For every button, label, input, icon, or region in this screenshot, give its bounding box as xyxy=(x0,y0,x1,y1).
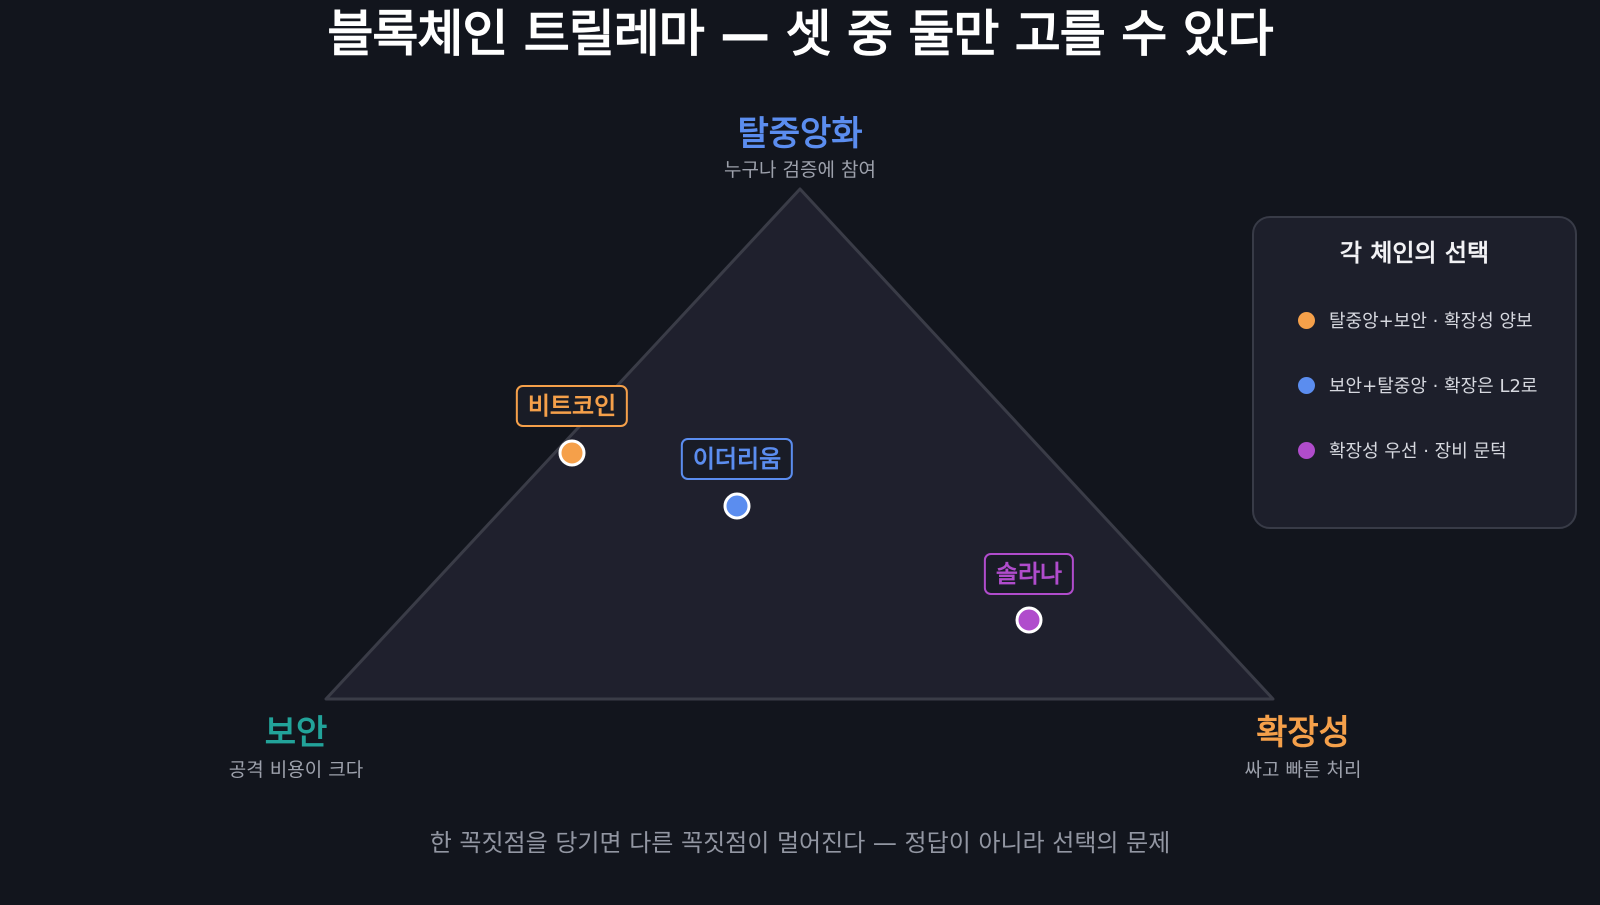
solana-label: 솔라나 xyxy=(983,553,1075,595)
vertex-decentralization-title: 탈중앙화 xyxy=(737,114,863,154)
vertex-scalability-subtitle: 싸고 빠른 처리 xyxy=(1244,759,1362,781)
ethereum-label: 이더리움 xyxy=(680,438,794,480)
legend-item: 탈중앙+보안 · 확장성 양보 xyxy=(1298,306,1533,334)
vertex-security-title: 보안 xyxy=(264,713,328,753)
legend-dot-icon xyxy=(1298,376,1315,394)
legend-item: 보안+탈중앙 · 확장은 L2로 xyxy=(1298,371,1538,399)
vertex-security-subtitle: 공격 비용이 크다 xyxy=(228,759,364,781)
solana-marker xyxy=(1015,606,1043,634)
legend-dot-icon xyxy=(1298,441,1315,459)
legend-item-text: 보안+탈중앙 · 확장은 L2로 xyxy=(1329,376,1538,397)
legend-item-text: 탈중앙+보안 · 확장성 양보 xyxy=(1329,311,1533,332)
ethereum-marker xyxy=(723,492,751,520)
legend-item-text: 확장성 우선 · 장비 문턱 xyxy=(1329,441,1507,462)
legend-dot-icon xyxy=(1298,311,1315,329)
vertex-scalability-title: 확장성 xyxy=(1256,713,1350,753)
trilemma-triangle xyxy=(324,187,1275,701)
slide-title: 블록체인 트릴레마 — 셋 중 둘만 고를 수 있다 xyxy=(327,5,1273,63)
bitcoin-marker xyxy=(558,439,586,467)
legend-item: 확장성 우선 · 장비 문턱 xyxy=(1298,436,1507,464)
bitcoin-label: 비트코인 xyxy=(515,385,629,427)
footer-caption: 한 꼭짓점을 당기면 다른 꼭짓점이 멀어진다 — 정답이 아니라 선택의 문제 xyxy=(429,829,1171,857)
vertex-decentralization-subtitle: 누구나 검증에 참여 xyxy=(724,159,876,181)
legend-title: 각 체인의 선택 xyxy=(1339,239,1490,267)
